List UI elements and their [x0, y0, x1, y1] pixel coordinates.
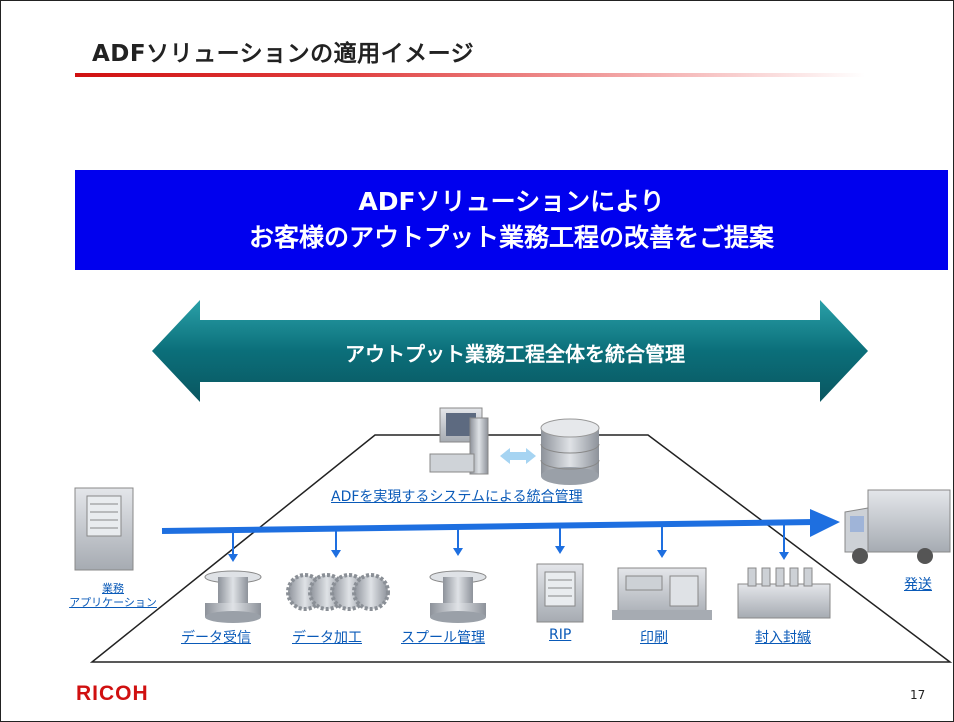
process-rip[interactable]: RIP	[549, 627, 572, 643]
title-underline	[75, 73, 865, 77]
process-data-receive[interactable]: データ受信	[181, 630, 251, 646]
process-insert[interactable]: 封入封緘	[755, 630, 811, 646]
gears-icon	[286, 573, 390, 611]
process-print[interactable]: 印刷	[640, 630, 668, 646]
ricoh-logo: RICOH	[76, 682, 149, 705]
printer-icon	[612, 567, 712, 620]
spool-icon	[204, 570, 262, 623]
database-icon	[540, 418, 600, 485]
page-number: 17	[910, 688, 926, 702]
truck-icon	[844, 489, 951, 564]
double-arrow	[152, 300, 868, 402]
server-tower-icon	[74, 487, 134, 571]
flow-arrow	[161, 509, 840, 562]
business-app-line-1: 業務	[102, 582, 124, 595]
process-data-edit[interactable]: データ加工	[292, 630, 362, 646]
arrow-label: アウトプット業務工程全体を統合管理	[345, 342, 685, 366]
business-app-link[interactable]: 業務 アプリケーション	[58, 582, 168, 610]
center-system-link[interactable]: ADFを実現するシステムによる統合管理	[331, 489, 583, 505]
exchange-arrow-icon	[500, 448, 536, 464]
spool-icon	[429, 570, 487, 623]
banner-line-1: ADFソリューションにより	[358, 187, 665, 216]
banner-line-2: お客様のアウトプット業務工程の改善をご提案	[248, 223, 774, 252]
process-spool[interactable]: スプール管理	[401, 630, 485, 646]
page-title: ADFソリューションの適用イメージ	[92, 41, 475, 67]
pc-icon	[429, 407, 489, 475]
message-banner: ADFソリューションにより お客様のアウトプット業務工程の改善をご提案	[75, 170, 948, 270]
ship-link[interactable]: 発送	[904, 577, 932, 593]
rip-server-icon	[536, 563, 584, 623]
business-app-line-2: アプリケーション	[69, 596, 157, 609]
inserter-icon	[737, 567, 831, 619]
